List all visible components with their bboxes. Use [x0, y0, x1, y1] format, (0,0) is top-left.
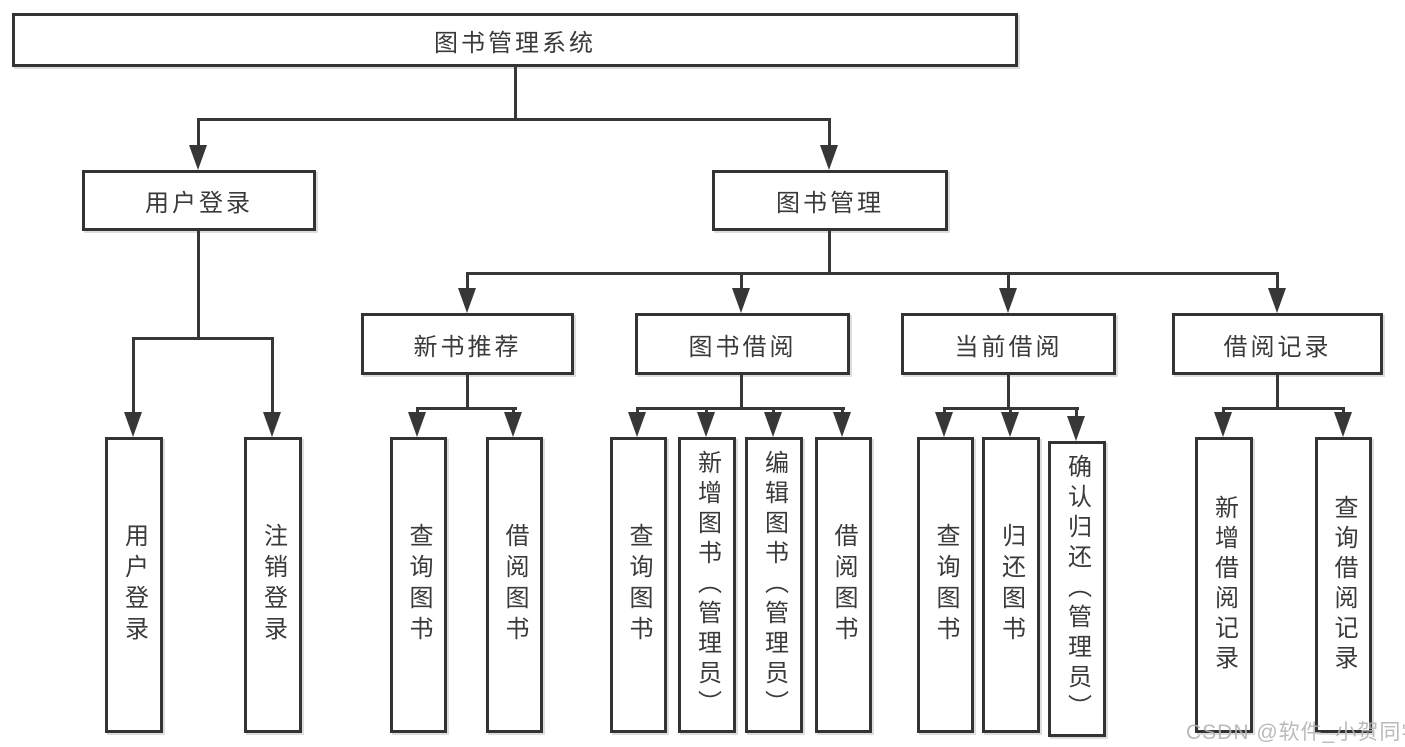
leaf-query-borrow-record: 查询借阅记录	[1315, 437, 1372, 733]
node-borrow-record: 借阅记录	[1172, 313, 1383, 375]
leaf-add-book-admin: 新增图书（管理员）	[678, 437, 736, 733]
node-new-book-recommend: 新书推荐	[361, 313, 574, 375]
leaf-recommend-borrow-book: 借阅图书	[486, 437, 543, 733]
connector-root-bus	[197, 118, 831, 121]
connector-drop	[197, 118, 200, 150]
leaf-logout: 注销登录	[244, 437, 302, 733]
arrowhead-down-icon	[189, 145, 207, 170]
arrowhead-down-icon	[999, 288, 1017, 313]
leaf-add-borrow-record: 新增借阅记录	[1195, 437, 1253, 733]
connector-drop	[132, 337, 135, 415]
leaf-current-query-book: 查询图书	[917, 437, 974, 733]
arrowhead-down-icon	[628, 412, 646, 437]
connector-record-stem	[1276, 375, 1279, 407]
connector-drop	[271, 337, 274, 415]
arrowhead-down-icon	[124, 412, 142, 437]
leaf-user-login: 用户登录	[105, 437, 163, 733]
arrowhead-down-icon	[697, 412, 715, 437]
connector-drop	[466, 272, 469, 292]
arrowhead-down-icon	[504, 412, 522, 437]
connector-borrow-stem	[740, 375, 743, 407]
connector-record-bus	[1222, 407, 1345, 410]
connector-user-login-stem	[197, 231, 200, 337]
csdn-watermark: CSDN @软件_小贺同学	[1186, 721, 1405, 744]
connector-drop	[1007, 272, 1010, 292]
arrowhead-down-icon	[833, 412, 851, 437]
arrowhead-down-icon	[732, 288, 750, 313]
connector-current-stem	[1007, 375, 1010, 407]
leaf-edit-book-admin: 编辑图书（管理员）	[745, 437, 803, 733]
node-current-borrow: 当前借阅	[901, 313, 1116, 375]
arrowhead-down-icon	[263, 412, 281, 437]
arrowhead-down-icon	[408, 412, 426, 437]
leaf-borrow-borrow-book: 借阅图书	[815, 437, 872, 733]
node-root: 图书管理系统	[12, 13, 1018, 67]
leaf-recommend-query-book: 查询图书	[390, 437, 447, 733]
arrowhead-down-icon	[820, 145, 838, 170]
node-book-borrow: 图书借阅	[635, 313, 850, 375]
connector-recommend-stem	[466, 375, 469, 407]
connector-drop	[1075, 407, 1078, 419]
connector-drop	[740, 272, 743, 292]
connector-root-stem	[514, 67, 517, 118]
connector-book-mgmt-stem	[828, 231, 831, 272]
leaf-return-book: 归还图书	[982, 437, 1040, 733]
leaf-confirm-return-admin: 确认归还（管理员）	[1048, 441, 1106, 737]
node-user-login: 用户登录	[82, 170, 316, 231]
arrowhead-down-icon	[1334, 412, 1352, 437]
arrowhead-down-icon	[1214, 412, 1232, 437]
connector-user-login-bus	[132, 337, 274, 340]
arrowhead-down-icon	[1268, 288, 1286, 313]
connector-recommend-bus	[416, 407, 517, 410]
arrowhead-down-icon	[1001, 412, 1019, 437]
arrowhead-down-icon	[1067, 416, 1085, 441]
arrowhead-down-icon	[458, 288, 476, 313]
connector-drop	[1276, 272, 1279, 292]
leaf-borrow-query-book: 查询图书	[610, 437, 667, 733]
connector-borrow-bus	[636, 407, 845, 410]
arrowhead-down-icon	[935, 412, 953, 437]
arrowhead-down-icon	[764, 412, 782, 437]
connector-book-mgmt-bus	[466, 272, 1279, 275]
connector-drop	[828, 118, 831, 150]
node-book-management: 图书管理	[712, 170, 948, 231]
